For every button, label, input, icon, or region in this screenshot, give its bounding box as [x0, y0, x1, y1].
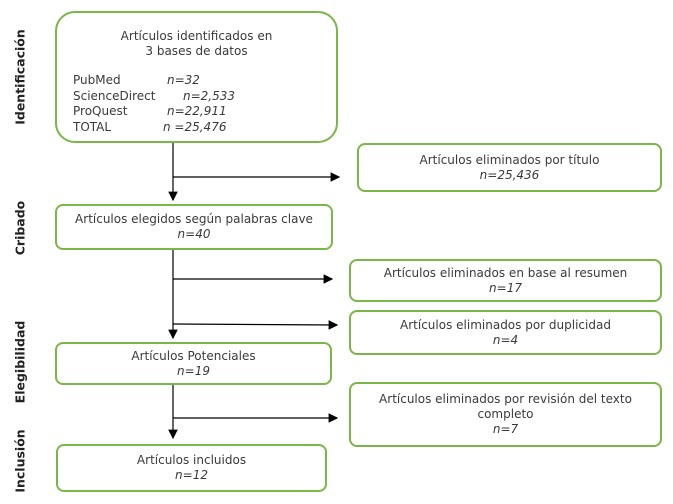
source-row: TOTAL n =25,476: [57, 120, 336, 136]
stage-label-screening: Cribado: [12, 200, 28, 256]
box-count: n=17: [489, 280, 522, 295]
source-row: ScienceDirect n=2,533: [57, 89, 336, 105]
box-label: Artículos eliminados por título: [419, 152, 600, 167]
box-label: Artículos eliminados por revisión del te…: [379, 392, 632, 421]
removed-title-box: Artículos eliminados por título n=25,436: [357, 143, 662, 192]
source-name: ScienceDirect: [73, 88, 156, 103]
box-count: n=7: [492, 422, 519, 436]
box-count: n=12: [175, 468, 208, 482]
source-count: n=32: [167, 73, 200, 87]
box-label: Artículos eliminados en base al resumen: [383, 265, 628, 280]
source-count: n=22,911: [167, 104, 227, 118]
source-count: n =25,476: [163, 119, 227, 134]
box-count: n=25,436: [479, 167, 540, 182]
box-count: n=40: [177, 227, 211, 241]
box-label: Artículos incluidos: [136, 453, 247, 467]
arrow-to-removed-duplicates: [172, 320, 339, 330]
source-name: TOTAL: [73, 119, 112, 134]
source-name: PubMed: [73, 73, 121, 87]
source-row: ProQuest n=22,911: [57, 104, 336, 120]
box-label: Artículos Potenciales: [131, 348, 256, 363]
box-count: n=4: [492, 332, 519, 347]
removed-abstract-box: Artículos eliminados en base al resumen …: [349, 259, 662, 302]
box-label: Artículos elegidos según palabras clave: [75, 212, 313, 226]
box-count: n=19: [177, 363, 210, 378]
stage-label-eligibility: Elegibilidad: [12, 320, 28, 404]
keywords-box: Artículos elegidos según palabras clave …: [55, 204, 333, 250]
identified-subtitle: 3 bases de datos: [145, 44, 248, 58]
source-count: n=2,533: [183, 88, 236, 103]
identified-box: Artículos identificados en 3 bases de da…: [55, 11, 338, 143]
removed-fulltext-box: Artículos eliminados por revisión del te…: [349, 382, 662, 447]
included-box: Artículos incluidos n=12: [56, 444, 327, 492]
stage-label-identification: Identificación: [12, 29, 28, 125]
stage-label-inclusion: Inclusión: [12, 429, 28, 493]
potential-box: Artículos Potenciales n=19: [55, 342, 332, 385]
box-label: Artículos eliminados por duplicidad: [400, 317, 611, 332]
identified-title: Artículos identificados en: [120, 29, 273, 43]
source-row: PubMed n=32: [57, 73, 336, 89]
source-name: ProQuest: [73, 104, 128, 118]
removed-duplicates-box: Artículos eliminados por duplicidad n=4: [349, 310, 662, 355]
